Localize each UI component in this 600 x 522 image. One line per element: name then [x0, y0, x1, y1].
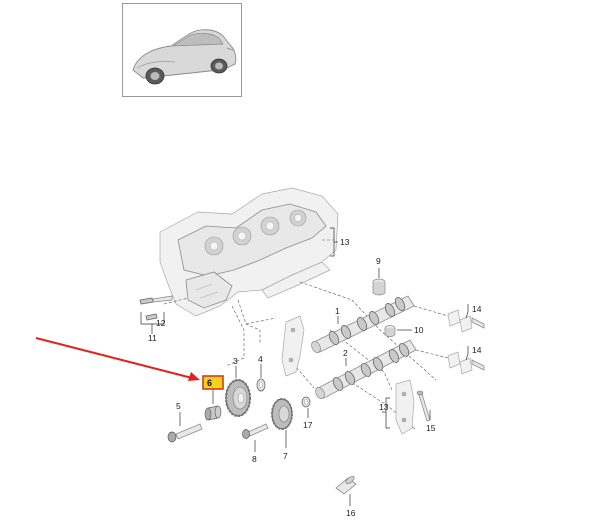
bolt-part-8[interactable]	[242, 423, 269, 439]
callout-5[interactable]: 5	[176, 401, 181, 411]
callout-4[interactable]: 4	[258, 354, 263, 364]
callout-2[interactable]: 2	[343, 348, 348, 358]
callout-11[interactable]: 11	[148, 333, 157, 343]
bolt-part-15[interactable]	[416, 390, 431, 422]
camshaft-bracket-left[interactable]	[281, 315, 305, 377]
camshaft-part-2[interactable]	[314, 339, 417, 400]
vehicle-thumbnail[interactable]	[122, 3, 242, 97]
callout-13-top[interactable]: 13	[340, 237, 350, 247]
bearing-cap-part-14-upper[interactable]	[447, 309, 485, 333]
bolt-part-12[interactable]	[139, 295, 173, 321]
part-16[interactable]	[335, 475, 357, 495]
callout-13-lower[interactable]: 13	[379, 402, 389, 412]
callout-17[interactable]: 17	[303, 420, 313, 430]
cylinder-head-part[interactable]	[159, 187, 339, 317]
camshaft-part-1[interactable]	[310, 295, 415, 354]
callout-16[interactable]: 16	[346, 508, 356, 518]
pointer-arrow-icon	[35, 337, 200, 381]
callout-14-lower[interactable]: 14	[472, 345, 482, 355]
bearing-cap-part-14-lower[interactable]	[447, 351, 485, 375]
hub-part-6[interactable]	[204, 405, 222, 421]
callout-6: 6	[207, 378, 212, 388]
camshaft-sprocket-part-3[interactable]	[224, 378, 252, 418]
callout-9[interactable]: 9	[376, 256, 381, 266]
callout-1[interactable]: 1	[335, 306, 340, 316]
callout-3[interactable]: 3	[233, 356, 238, 366]
callout-7[interactable]: 7	[283, 451, 288, 461]
callout-12[interactable]: 12	[156, 318, 166, 328]
callout-6-highlight[interactable]: 6	[202, 375, 224, 390]
car-thumbnail-icon	[132, 29, 237, 85]
callout-14-upper[interactable]: 14	[472, 304, 482, 314]
part-9[interactable]	[372, 278, 386, 296]
callout-15[interactable]: 15	[426, 423, 436, 433]
callout-10[interactable]: 10	[414, 325, 424, 335]
part-10[interactable]	[384, 325, 396, 337]
washer-part-4[interactable]	[256, 378, 266, 392]
callout-8[interactable]: 8	[252, 454, 257, 464]
bolt-part-5[interactable]	[167, 423, 203, 443]
washer-part-17[interactable]	[301, 396, 311, 408]
sprocket-part-7[interactable]	[271, 398, 293, 430]
camshaft-bracket-part-13[interactable]	[395, 379, 415, 435]
